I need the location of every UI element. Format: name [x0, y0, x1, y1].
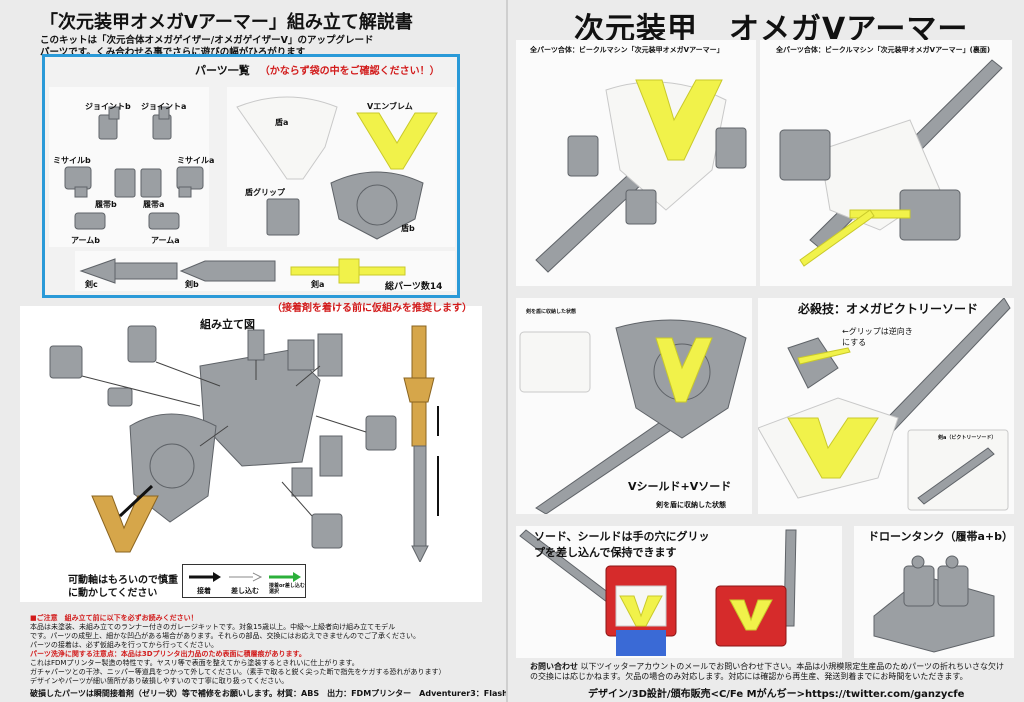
combined-front-illustration: [535, 79, 747, 273]
arrow-legend: 接着 差し込む 接着or差し込む選択: [182, 564, 306, 598]
label-shield-grip: 盾グリップ: [245, 188, 285, 197]
photo-combined-front: [516, 40, 756, 286]
label-joint-a: ジョイントa: [141, 102, 187, 111]
photo-robot-holding: [516, 526, 842, 658]
label-special-move: 必殺技：オメガビクトリーソード: [798, 302, 979, 316]
large-parts-illustration: [236, 96, 438, 240]
parts-list-title: パーツ一覧: [195, 64, 250, 77]
legend-insert: 差し込む: [231, 587, 259, 595]
photo-combined-back: [760, 40, 1012, 286]
contact-text: 以下ツイッターアカウントのメールでお問い合わせ下さい。本品は小規模限定生産品のた…: [530, 662, 1005, 681]
caution-line: 本品は未塗装、未組み立てのランナー付きのガレージキットです。対象15歳以上。中級…: [30, 623, 396, 631]
assembly-illustration: [49, 325, 439, 562]
label-tread-a: 履帯a: [143, 200, 165, 209]
label-v-shield: Vシールド+Vソード: [628, 480, 732, 493]
subtitle-line-1: このキットは「次元合体オメガゲイザー/オメガゲイザーV」のアップグレード: [40, 35, 374, 46]
assembly-note-line-1: 可動軸はもろいので慎重: [68, 575, 178, 586]
label-arm-b: アームb: [71, 236, 101, 245]
left-footer: 破損したパーツは瞬間接着剤（ゼリー状）等で補修をお願いします。材質：ABS 出力…: [30, 689, 540, 698]
grip-note-line-1: ←グリップは逆向き: [842, 327, 913, 336]
caution-line: デザインやパーツが細い箇所があり破損しやすいので丁寧に取り扱ってください。: [30, 677, 289, 685]
sword-parts-photo: [75, 251, 455, 291]
label-sword-c: 剣c: [85, 280, 98, 289]
label-drone-tank: ドローンタンク（履帯a+b）: [868, 530, 1013, 543]
label-missile-b: ミサイルb: [53, 156, 91, 165]
v-shield-illustration: [519, 319, 747, 515]
subtitle-line-2: パーツです。くみ合わせる事でさらに遊びの幅がひろがります: [40, 47, 306, 58]
caution-line: パーツ洗浄に関する注意点：本品は3Dプリンタ出力品のため表面に積層痕があります。: [30, 650, 306, 658]
label-shield-b: 盾b: [401, 224, 415, 233]
design-credit: デザイン/3D設計/頒布販売<C/Fe Mがんぢー>https://twitte…: [588, 689, 965, 700]
assembly-note-line-2: に動かしてください: [68, 588, 158, 599]
right-page: 次元装甲 オメガVアーマー 全パーツ合体：ビークルマシン「次元装甲オメガVアーマ…: [508, 0, 1024, 702]
small-parts-photo: [49, 87, 209, 247]
small-caption-a: 剣を盾に収納した状態: [526, 309, 577, 315]
small-caption-b: 剣a（ビクトリーソード）: [938, 435, 997, 441]
page-divider: [506, 0, 508, 702]
photo-special-move: [757, 297, 1014, 514]
large-parts-photo: [227, 87, 455, 247]
special-move-illustration: [757, 297, 1011, 511]
drone-tank-illustration: [873, 555, 995, 653]
legend-either: 接着or差し込む選択: [269, 583, 305, 595]
assembly-note: 可動軸はもろいので慎重 に動かしてください: [68, 574, 178, 600]
caution-line: ガチャパーツとの干渉、ニッパー等道具をつかって外してください。（素手で取ると鋭く…: [30, 668, 446, 676]
caption-sword-stored: 剣を盾に収納した状態: [656, 501, 726, 509]
label-tread-b: 履帯b: [95, 200, 117, 209]
legend-arrows: [189, 572, 301, 582]
assembly-diagram: 組み立て図: [20, 306, 482, 602]
combined-back-illustration: [779, 59, 1003, 267]
label-shield-a: 盾a: [275, 118, 289, 127]
robot-holding-illustration: [519, 529, 797, 656]
caution-heading: ■ご注意 組み立て前に以下を必ずお読みください！: [30, 614, 198, 622]
caution-block: ■ご注意 組み立て前に以下を必ずお読みください！ 本品は未塗装、未組み立てのラン…: [30, 614, 490, 686]
hold-line-1: ソード、シールドは手の穴にグリッ: [534, 530, 710, 543]
contact-label: お問い合わせ: [530, 662, 578, 671]
parts-list-panel: パーツ一覧 （かならず袋の中をご確認ください！） ジョイントb ジョイントa ミサ…: [42, 54, 460, 298]
photo-drone-tank: [854, 526, 1014, 658]
assembly-title: 組み立て図: [200, 318, 255, 331]
label-sword-b: 剣b: [185, 280, 199, 289]
caption-combined-back: 全パーツ合体：ビークルマシン「次元装甲オメガVアーマー」(裏面): [776, 46, 991, 54]
caution-line: これはFDMプリンター製造の特性です。ヤスリ等で表面を整えてから塗装するときれい…: [30, 659, 359, 667]
label-arm-a: アームa: [151, 236, 180, 245]
caution-line: です。パーツの成型上、細かな凹凸がある場合があります。それらの部品、交換にはお応…: [30, 632, 421, 640]
caption-combined-front: 全パーツ合体：ビークルマシン「次元装甲オメガVアーマー」: [530, 46, 724, 54]
left-title: 「次元装甲オメガVアーマー」組み立て解説書: [40, 12, 413, 33]
caution-line: パーツの接着は、必ず仮組みを行ってから行ってください。: [30, 641, 218, 649]
hold-line-2: プを差し込んで保持できます: [534, 546, 677, 559]
label-sword-a: 剣a: [311, 280, 325, 289]
sword-parts-illustration: [79, 258, 406, 284]
grip-note-line-2: にする: [842, 338, 867, 347]
label-missile-a: ミサイルa: [177, 156, 215, 165]
glue-note: （接着剤を着ける前に仮組みを推奨します）: [272, 303, 472, 314]
parts-list-note: （かならず袋の中をご確認ください！）: [259, 66, 440, 77]
label-v-emblem: Vエンブレム: [367, 102, 413, 111]
left-page: 「次元装甲オメガVアーマー」組み立て解説書 このキットは「次元合体オメガゲイザー…: [0, 0, 540, 702]
photo-v-shield: [516, 298, 752, 515]
label-total-parts: 総パーツ数14: [385, 282, 443, 292]
label-joint-b: ジョイントb: [85, 102, 131, 111]
small-parts-illustration: [64, 106, 204, 230]
contact-block: お問い合わせ 以下ツイッターアカウントのメールでお問い合わせ下さい。本品は小規模…: [530, 662, 1010, 682]
parts-list-heading: パーツ一覧 （かならず袋の中をご確認ください！）: [195, 62, 440, 78]
legend-joint: 接着: [197, 587, 211, 595]
